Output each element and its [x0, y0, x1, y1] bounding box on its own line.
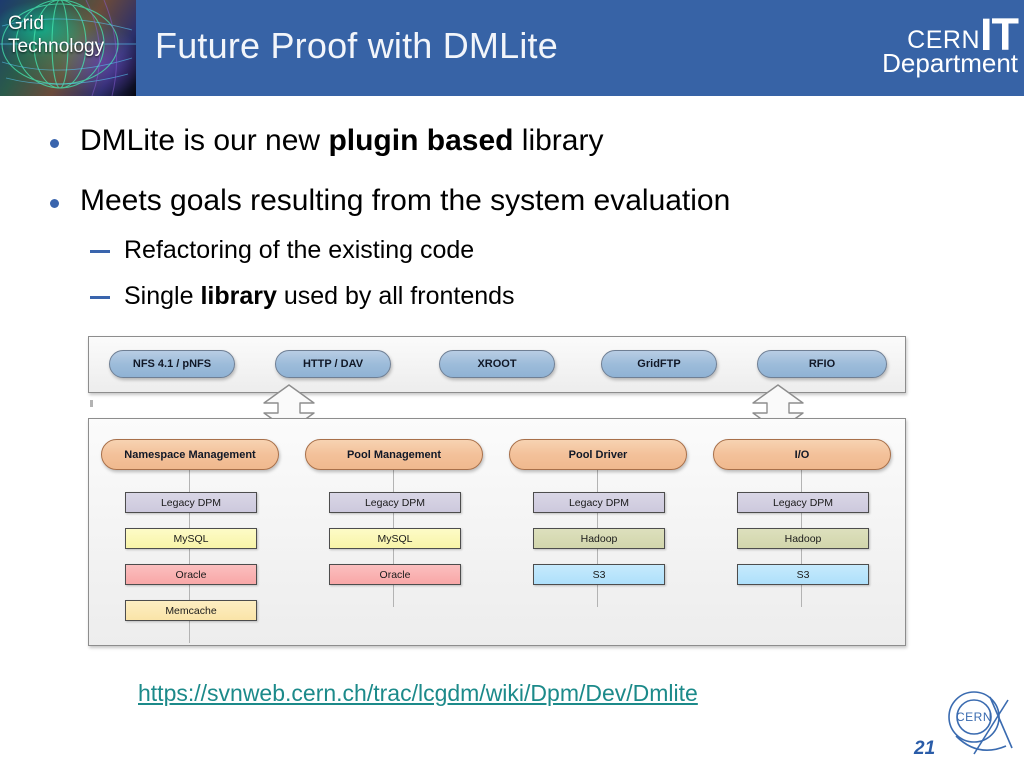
bullet-segment: Refactoring of the existing code — [124, 236, 475, 264]
dmlite-wiki-link[interactable]: https://svnweb.cern.ch/trac/lcgdm/wiki/D… — [138, 680, 698, 706]
plugin-box-memcache[interactable]: Memcache — [125, 600, 257, 621]
plugin-box-mysql[interactable]: MySQL — [329, 528, 461, 549]
interface-pill-namespace-management[interactable]: Namespace Management — [101, 439, 279, 470]
bullet-item: DMLite is our new plugin based library — [42, 122, 1024, 160]
sub-bullet-item: Refactoring of the existing code — [86, 234, 1024, 266]
plugin-box-legacy-dpm[interactable]: Legacy DPM — [533, 492, 665, 513]
cern-it-department-logo: CERNIT Department — [803, 9, 1019, 84]
grid-technology-logo: Grid Technology — [0, 0, 136, 96]
plugin-box-hadoop[interactable]: Hadoop — [737, 528, 869, 549]
bullet-segment: library — [513, 124, 604, 157]
interface-pill-pool-management[interactable]: Pool Management — [305, 439, 483, 470]
bullet-segment-bold: plugin based — [328, 124, 514, 157]
grid-network-graphic — [0, 0, 136, 96]
bullet-segment: Single — [124, 282, 201, 310]
frontend-pill-rfio[interactable]: RFIO — [757, 350, 887, 378]
frontend-pill-http-dav[interactable]: HTTP / DAV — [275, 350, 391, 378]
logo-line-1: Grid — [8, 13, 44, 34]
frontend-pill-nfs[interactable]: NFS 4.1 / pNFS — [109, 350, 235, 378]
page-title: Future Proof with DMLite — [155, 25, 558, 66]
frontend-panel: NFS 4.1 / pNFS HTTP / DAV XROOT GridFTP … — [88, 336, 906, 393]
bullet-item: Meets goals resulting from the system ev… — [42, 182, 1024, 220]
clipped-text-mark — [90, 400, 93, 407]
bullet-segment-bold: library — [200, 282, 277, 310]
plugin-box-hadoop[interactable]: Hadoop — [533, 528, 665, 549]
cern-it-row: CERNIT — [907, 9, 1019, 60]
logo-line-2: Technology — [8, 36, 105, 57]
plugin-box-legacy-dpm[interactable]: Legacy DPM — [329, 492, 461, 513]
dmlite-core-panel: Namespace Management Legacy DPM MySQL Or… — [88, 418, 906, 646]
frontend-pill-xroot[interactable]: XROOT — [439, 350, 555, 378]
sub-bullet-item: Single library used by all frontends — [86, 280, 1024, 312]
bullet-segment: DMLite is our new — [80, 124, 329, 157]
bullet-segment: Meets goals resulting from the system ev… — [80, 184, 731, 217]
interface-pill-pool-driver[interactable]: Pool Driver — [509, 439, 687, 470]
bullet-list: DMLite is our new plugin based library M… — [0, 100, 1024, 312]
frontend-pill-gridftp[interactable]: GridFTP — [601, 350, 717, 378]
plugin-box-oracle[interactable]: Oracle — [329, 564, 461, 585]
department-wordmark: Department — [882, 48, 1018, 78]
connector-line — [189, 467, 190, 643]
plugin-box-legacy-dpm[interactable]: Legacy DPM — [125, 492, 257, 513]
bullet-segment: used by all frontends — [276, 282, 515, 310]
plugin-box-s3[interactable]: S3 — [533, 564, 665, 585]
cern-logo-icon: CERN — [948, 691, 1013, 755]
plugin-box-oracle[interactable]: Oracle — [125, 564, 257, 585]
page-number: 21 — [914, 738, 936, 759]
plugin-box-mysql[interactable]: MySQL — [125, 528, 257, 549]
plugin-box-legacy-dpm[interactable]: Legacy DPM — [737, 492, 869, 513]
it-wordmark: IT — [980, 9, 1019, 60]
slide-header: Grid Technology Future Proof with DMLite… — [0, 0, 1024, 96]
cern-logo-text: CERN — [956, 710, 992, 724]
interface-pill-io[interactable]: I/O — [713, 439, 891, 470]
cern-wordmark: CERN — [907, 26, 980, 54]
plugin-box-s3[interactable]: S3 — [737, 564, 869, 585]
dmlite-architecture-diagram: NFS 4.1 / pNFS HTTP / DAV XROOT GridFTP … — [88, 336, 908, 646]
grid-technology-label: Grid Technology — [8, 12, 132, 58]
